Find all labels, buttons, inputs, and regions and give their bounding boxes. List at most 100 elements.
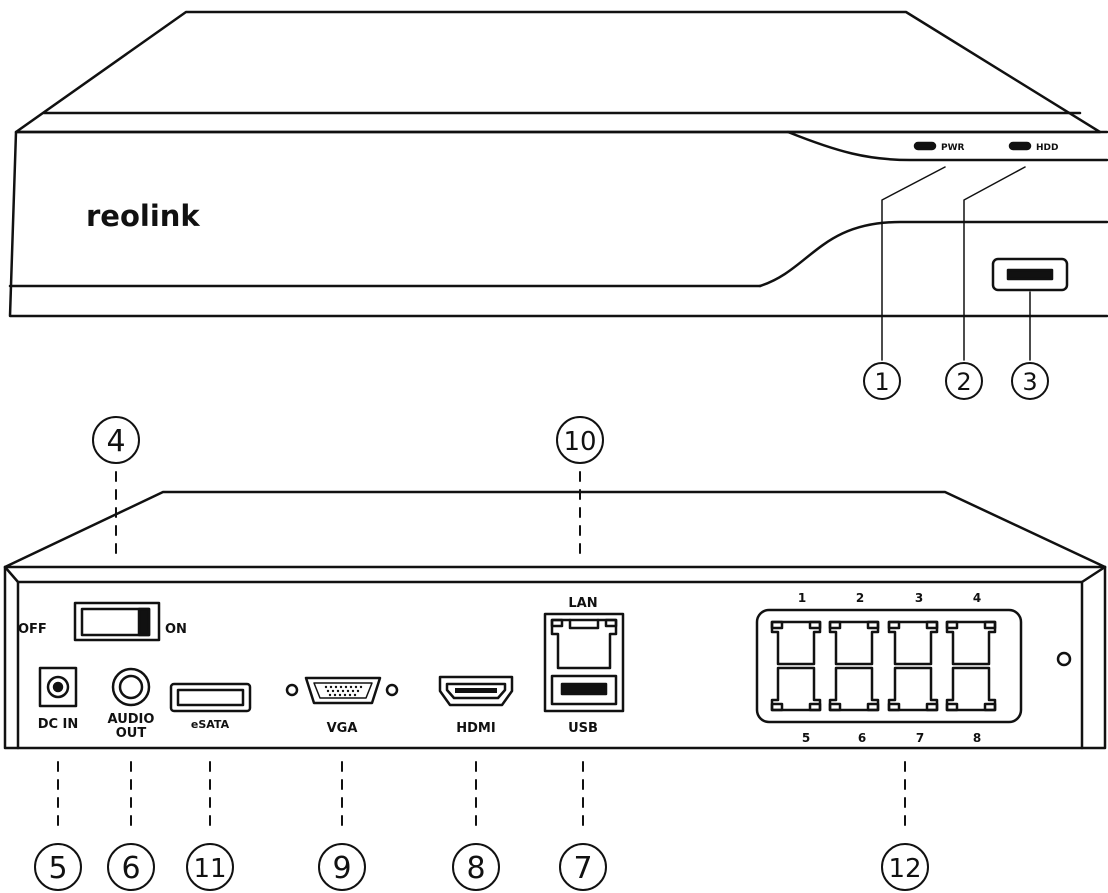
callout-7: 7 (559, 843, 607, 891)
svg-text:3: 3 (1022, 368, 1037, 396)
poe-port-3-led-1 (887, 620, 901, 630)
esata-label: eSATA (191, 718, 230, 731)
lan-usb-housing (543, 612, 625, 713)
callout-10: 10 (556, 416, 604, 464)
poe-port-6-led-2 (866, 702, 880, 712)
audio-out-jack (118, 674, 144, 700)
lan-port-tab (568, 618, 600, 630)
hdmi-port-inner (445, 682, 507, 700)
svg-text:2: 2 (956, 368, 971, 396)
rear-screw (1056, 651, 1072, 667)
callout-9: 9 (318, 843, 366, 891)
brand-logo: reolink (86, 199, 200, 233)
svg-text:6: 6 (121, 851, 140, 886)
rear-bezel-corner-left (3, 565, 20, 584)
vga-port (304, 676, 382, 705)
hdd-label: HDD (1036, 143, 1058, 153)
dc-in-label: DC IN (38, 717, 79, 732)
callout-12: 12 (881, 843, 929, 891)
poe-port-label-5: 5 (802, 731, 810, 745)
callout-3: 3 (1011, 362, 1049, 400)
vga-port-inner (313, 682, 373, 699)
poe-port-7-led-1 (887, 702, 901, 712)
leader-2 (963, 166, 1026, 361)
front-usb-slot (1006, 268, 1054, 281)
lan-label: LAN (568, 596, 597, 611)
callout-8: 8 (452, 843, 500, 891)
front-lower-panel (758, 220, 1108, 288)
callout-6: 6 (107, 843, 155, 891)
switch-on-label: ON (165, 622, 187, 637)
callout-5: 5 (34, 843, 82, 891)
poe-port-8-led-1 (945, 702, 959, 712)
callout-4: 4 (92, 416, 140, 464)
poe-ports (770, 620, 997, 712)
hdmi-port (438, 675, 514, 707)
poe-port-8-led-2 (983, 702, 997, 712)
power-led-icon (913, 141, 937, 151)
svg-text:4: 4 (106, 424, 125, 459)
audio-out-label-line2: OUT (116, 726, 147, 741)
usb-label: USB (568, 721, 598, 736)
front-view: PWR HDD reolink (8, 10, 1108, 361)
leader-1 (881, 166, 946, 361)
audio-out-label-line1: AUDIO (108, 712, 155, 727)
poe-port-4-led-1 (945, 620, 959, 630)
callouts: 1 2 3 4 10 5 6 11 (34, 362, 1049, 891)
rear-bezel-corner-right (1080, 565, 1107, 584)
svg-text:10: 10 (563, 427, 596, 457)
callout-2: 2 (945, 362, 983, 400)
vga-screw-right (385, 683, 399, 697)
poe-port-1-led-2 (808, 620, 822, 630)
poe-port-5-led-2 (808, 702, 822, 712)
poe-port-1-led-1 (770, 620, 784, 630)
front-indicator-panel (786, 130, 1108, 162)
switch-off-label: OFF (18, 622, 47, 637)
svg-text:8: 8 (466, 851, 485, 886)
dc-in-jack (46, 675, 70, 699)
poe-port-label-2: 2 (856, 591, 864, 605)
usb-rear-port (550, 674, 618, 706)
pwr-label: PWR (941, 143, 965, 153)
vga-pins (324, 685, 363, 697)
callout-1: 1 (863, 362, 901, 400)
front-face (8, 130, 1108, 318)
poe-port-2-led-1 (828, 620, 842, 630)
dc-in-pin (52, 681, 64, 693)
callout-11: 11 (186, 843, 234, 891)
poe-port-label-8: 8 (973, 731, 981, 745)
power-switch (73, 601, 161, 642)
rear-leaders (57, 471, 906, 833)
poe-port-block (755, 608, 1023, 724)
svg-text:12: 12 (888, 854, 921, 884)
audio-out-port (111, 667, 151, 707)
vga-screw-left (285, 683, 299, 697)
poe-port-label-6: 6 (858, 731, 866, 745)
hdd-led-icon (1008, 141, 1032, 151)
svg-text:5: 5 (48, 851, 67, 886)
poe-port-7-led-2 (925, 702, 939, 712)
poe-port-3-led-2 (925, 620, 939, 630)
lan-led-right (604, 618, 618, 628)
poe-port-label-3: 3 (915, 591, 923, 605)
poe-port-4-led-2 (983, 620, 997, 630)
rear-view: OFF ON DC IN AUDIO OUT eSATA (3, 471, 1107, 833)
vga-label: VGA (327, 721, 358, 736)
svg-text:11: 11 (193, 854, 226, 884)
hdmi-pins (455, 688, 497, 693)
front-usb-port (991, 257, 1069, 292)
poe-port-2-led-2 (866, 620, 880, 630)
svg-text:1: 1 (874, 368, 889, 396)
poe-port-label-7: 7 (916, 731, 924, 745)
svg-text:7: 7 (573, 851, 592, 886)
rear-top-lid (3, 490, 1107, 569)
poe-port-label-1: 1 (798, 591, 806, 605)
power-switch-toggle (137, 607, 151, 637)
poe-port-label-4: 4 (973, 591, 981, 605)
esata-slot (176, 688, 245, 707)
esata-port (169, 682, 252, 713)
poe-port-5-led-1 (770, 702, 784, 712)
svg-text:9: 9 (332, 851, 351, 886)
usb-rear-slot (560, 682, 608, 696)
